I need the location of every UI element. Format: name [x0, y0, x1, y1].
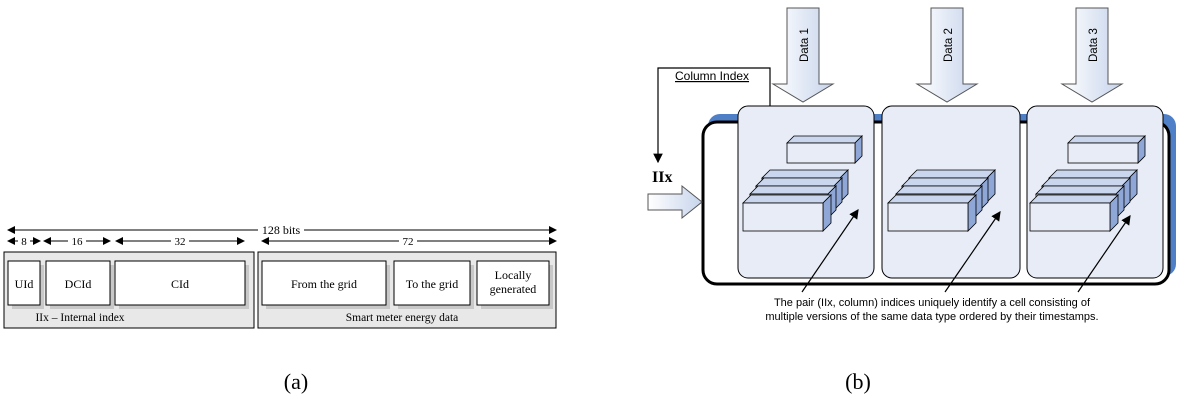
from-grid-label: From the grid	[291, 277, 357, 291]
data-arrow-2: Data 2	[915, 7, 979, 103]
data-arrow-3-label: Data 3	[1088, 28, 1100, 62]
energy-group-label: Smart meter energy data	[346, 312, 459, 324]
caption-b: (b)	[845, 369, 871, 394]
row-index-arrow	[647, 184, 703, 220]
locally-generated-label-line2: generated	[490, 282, 537, 296]
energy-width-label: 72	[403, 236, 414, 248]
dcid-field-label: DCId	[65, 277, 92, 291]
callout-pointer-1	[801, 209, 859, 293]
callout-pointer-2	[944, 211, 1001, 293]
locally-generated-field	[476, 260, 550, 306]
uid-field-label: UId	[15, 277, 34, 291]
note-line-1: The pair (IIx, column) indices uniquely …	[774, 297, 1091, 309]
row-index-label: IIx	[652, 169, 672, 186]
uid-width-label: 8	[21, 236, 27, 248]
cid-field	[114, 260, 246, 306]
uid-field	[7, 260, 41, 306]
column-index-label: Column Index	[675, 69, 749, 83]
caption-a: (a)	[284, 369, 308, 394]
to-grid-label: To the grid	[406, 277, 458, 291]
cid-field-label: CId	[171, 277, 189, 291]
version-blocks	[742, 135, 1146, 232]
version-block	[742, 194, 832, 232]
version-block	[1029, 194, 1119, 232]
data-arrow-1-label: Data 1	[799, 28, 811, 62]
data-arrow-1: Data 1	[771, 7, 835, 103]
dcid-width-label: 16	[72, 236, 84, 248]
column-index-pointer	[653, 67, 771, 164]
version-block	[786, 135, 863, 164]
data-arrow-3: Data 3	[1060, 7, 1124, 103]
panel-b: IIx Column Index Data 1 Data 2 Data 3	[647, 7, 1176, 394]
panel-a: 128 bits 8 16 32 72 UId DCId CId IIx – I…	[3, 223, 557, 394]
total-bits-label: 128 bits	[262, 223, 301, 237]
locally-generated-label-line1: Locally	[495, 268, 532, 282]
from-grid-field	[261, 260, 387, 306]
version-block	[887, 194, 977, 232]
cid-width-label: 32	[175, 236, 186, 248]
note-line-2: multiple versions of the same data type …	[765, 311, 1098, 323]
index-group-label: IIx – Internal index	[35, 312, 124, 324]
dcid-field	[45, 260, 111, 306]
to-grid-field	[393, 260, 471, 306]
callout-pointer-3	[1077, 215, 1131, 293]
version-block	[1067, 135, 1146, 164]
data-arrow-2-label: Data 2	[943, 28, 955, 62]
